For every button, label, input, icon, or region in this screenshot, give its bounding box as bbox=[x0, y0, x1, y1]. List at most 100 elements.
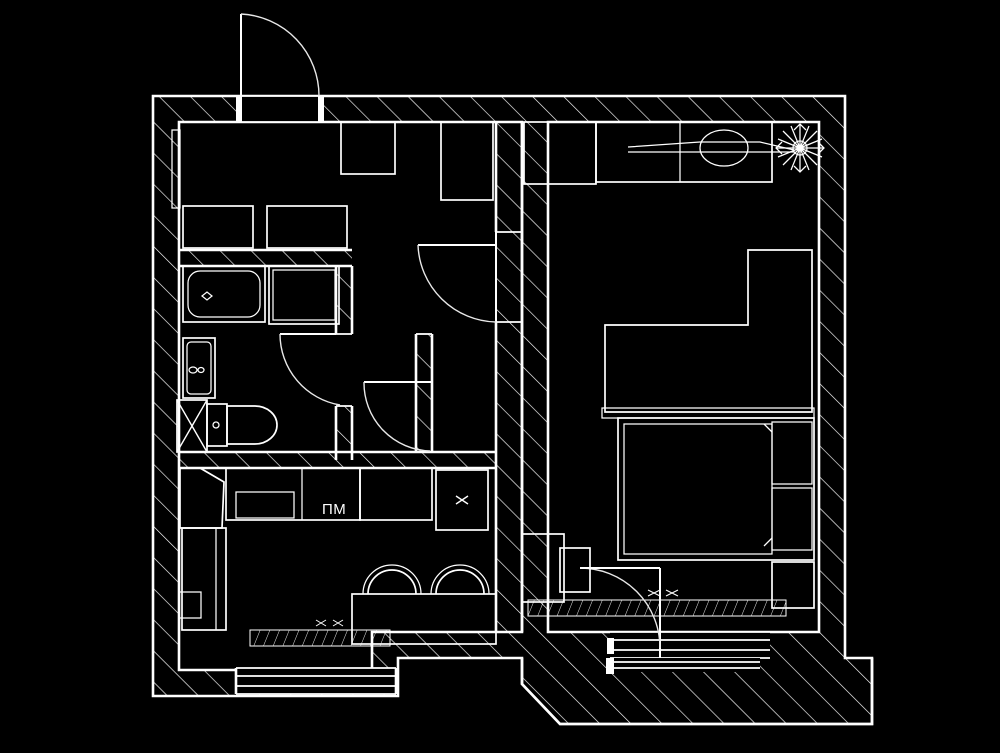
washing-machine-body bbox=[435, 469, 489, 531]
potted-plant bbox=[775, 123, 825, 173]
hall-closet-b bbox=[440, 121, 494, 201]
doors-group bbox=[236, 13, 661, 660]
desk-chair-seat bbox=[699, 129, 749, 167]
bath-right-wall-upper-hatch bbox=[336, 266, 352, 334]
balcony-sill-opening bbox=[610, 658, 760, 672]
bath-right-wall-lower-hatch bbox=[336, 406, 352, 460]
bed-corner-folds bbox=[763, 423, 773, 547]
washing-machine-cross bbox=[455, 495, 469, 505]
fridge-handle-box bbox=[178, 591, 202, 619]
pillow-2 bbox=[771, 487, 813, 551]
hall-cabinet-b bbox=[266, 205, 348, 249]
kitchen-door-arc bbox=[363, 381, 431, 452]
bathtub-drain bbox=[200, 291, 214, 301]
bathroom-fixtures bbox=[176, 265, 340, 529]
entrance-strike-jamb bbox=[318, 96, 324, 122]
kitchen-radiator bbox=[249, 619, 391, 647]
bath-bottom-wall-hatch bbox=[179, 452, 352, 468]
nightstand bbox=[771, 561, 815, 609]
balcony-sill bbox=[606, 658, 760, 674]
dining-chair-1-seat bbox=[367, 569, 417, 595]
entrance-door[interactable] bbox=[236, 13, 324, 123]
bedroom-door-jambs bbox=[496, 231, 522, 323]
kitchen-window-jambs bbox=[234, 668, 398, 694]
vanity-counter bbox=[268, 265, 340, 325]
desk-chair-back bbox=[627, 141, 795, 151]
bedroom-window-stop bbox=[607, 638, 614, 654]
kitchen-door[interactable] bbox=[363, 381, 433, 452]
vanity-basin bbox=[272, 269, 336, 321]
bedroom-door-arc bbox=[417, 244, 497, 323]
toilet-flush-button bbox=[212, 421, 220, 429]
washbasin-outer bbox=[182, 337, 216, 399]
fridge-body bbox=[181, 527, 227, 631]
dishwasher-unit bbox=[359, 467, 433, 521]
bed-frame bbox=[617, 417, 815, 561]
corner-cabinet bbox=[179, 467, 225, 529]
dining-table bbox=[351, 593, 497, 645]
bathroom-door-jambs bbox=[336, 333, 352, 407]
toilet-bowl bbox=[226, 405, 278, 445]
kitchen-top-wall-hatch bbox=[352, 452, 496, 468]
left-wall-window bbox=[171, 129, 181, 209]
entrance-door-arc bbox=[240, 13, 320, 97]
entrance-door-opening bbox=[240, 96, 320, 122]
kitchen-sink bbox=[235, 491, 295, 519]
wall-hatch-fill bbox=[153, 96, 872, 724]
double-bed bbox=[617, 417, 815, 561]
side-cabinet-b bbox=[559, 547, 591, 593]
left-window-glass bbox=[171, 129, 181, 209]
bathtub-inner bbox=[187, 270, 261, 318]
pillow-1 bbox=[771, 421, 813, 485]
washbasin-drain bbox=[197, 366, 205, 374]
central-partition bbox=[494, 122, 524, 632]
desk-chair bbox=[627, 129, 795, 167]
dining-chair-2-seat bbox=[435, 569, 485, 595]
bath-right-wall-upper bbox=[334, 266, 354, 334]
hall-cabinet-a bbox=[182, 205, 254, 249]
central-partition-hatch bbox=[496, 122, 522, 632]
balcony-sill-lines bbox=[610, 661, 760, 669]
balcony bbox=[520, 658, 874, 726]
dining-chair-2-back bbox=[430, 564, 490, 595]
kitchen-window-glass bbox=[236, 667, 396, 695]
plant-fronds bbox=[775, 123, 825, 173]
entry-threshold-lines bbox=[237, 96, 323, 122]
balcony-door-arc bbox=[579, 567, 661, 649]
dishwasher-label: ПМ bbox=[322, 501, 346, 518]
kitchen-window bbox=[234, 667, 398, 695]
balcony-sill-stop bbox=[606, 658, 614, 674]
washbasin-bowl bbox=[186, 341, 212, 395]
balcony-door[interactable] bbox=[579, 567, 661, 660]
hall-closet-a bbox=[340, 121, 396, 175]
entry-threshold bbox=[237, 96, 323, 122]
bedroom-window-opening bbox=[610, 632, 770, 658]
refrigerator bbox=[178, 527, 227, 631]
bedroom-radiator-fins bbox=[528, 600, 786, 616]
bathtub-outer bbox=[182, 265, 266, 323]
kitchen-furniture: ПМ bbox=[178, 467, 497, 645]
bedroom-radiator-valve bbox=[647, 589, 679, 597]
hall-partition-hatch bbox=[416, 334, 432, 452]
plant-tips bbox=[775, 123, 825, 173]
plant-leaves bbox=[776, 124, 824, 172]
bedroom-door[interactable] bbox=[417, 232, 497, 323]
hallway-furniture bbox=[182, 121, 494, 249]
radiators-group bbox=[249, 589, 787, 647]
kitchen-radiator-fins bbox=[250, 630, 390, 646]
bathtub bbox=[182, 265, 266, 323]
dining-chair-1-back bbox=[362, 564, 422, 595]
kitchen-radiator-valve bbox=[315, 619, 344, 627]
bath-top-wall-hatch bbox=[179, 250, 352, 266]
bathroom-door[interactable] bbox=[279, 333, 341, 406]
bedroom-window-glass bbox=[610, 639, 770, 651]
bathroom-door-arc bbox=[279, 333, 341, 406]
interior-partitions bbox=[179, 248, 496, 470]
corner-cabinet-face bbox=[180, 467, 225, 483]
kitchen-radiator-body bbox=[249, 629, 391, 647]
washbasin bbox=[182, 337, 216, 399]
balcony-outline bbox=[520, 658, 874, 726]
washing-machine bbox=[435, 469, 489, 531]
